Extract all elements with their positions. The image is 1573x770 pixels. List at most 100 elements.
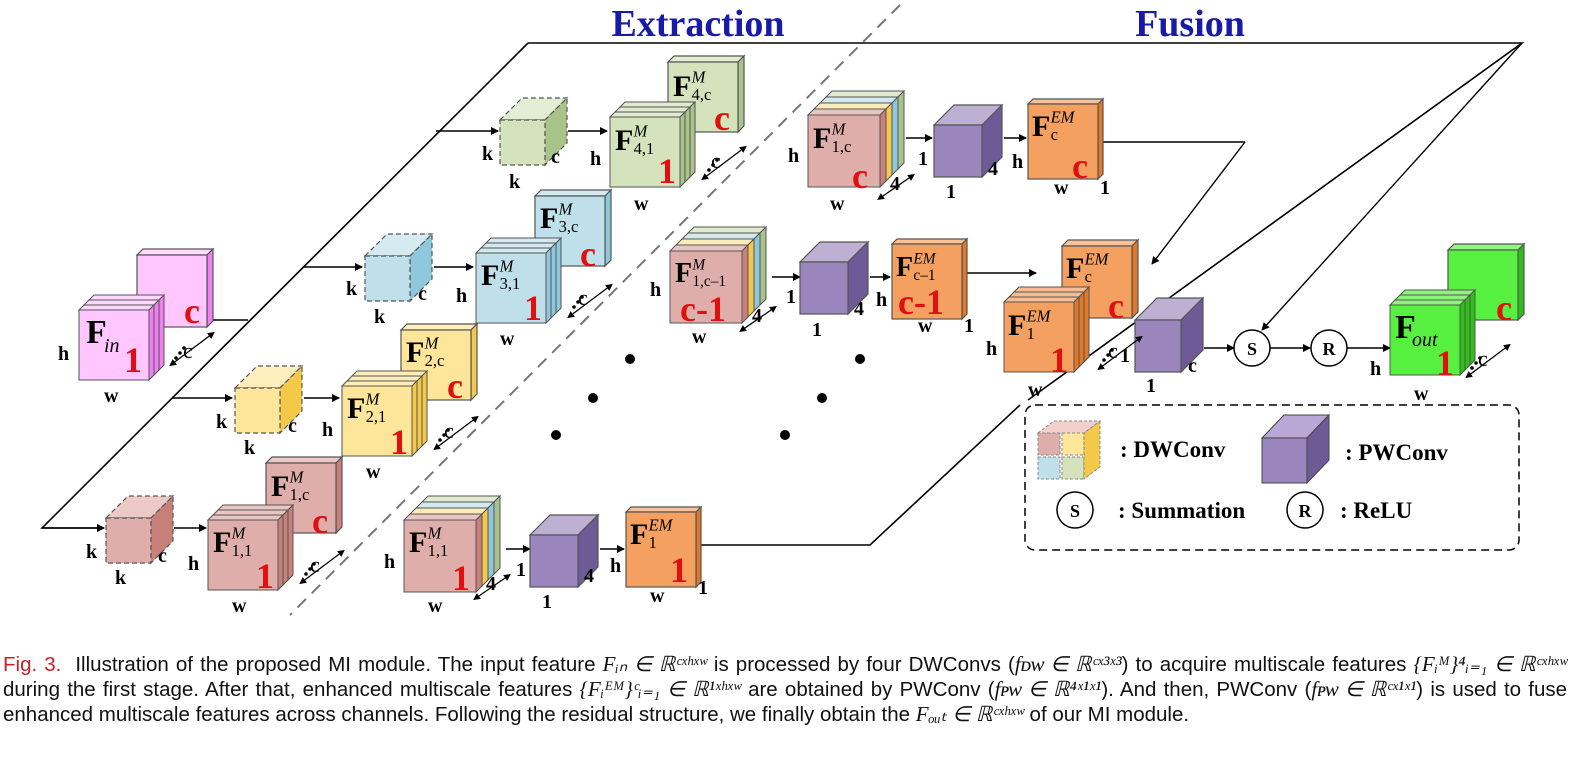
m31-label-sup: M	[499, 257, 515, 276]
m21-label: F	[347, 392, 365, 425]
r3-k1: k	[346, 278, 358, 300]
pwf-c: c	[1188, 355, 1197, 377]
fm1c-label-sub: 1,c	[832, 137, 852, 156]
fin-dc: c	[183, 338, 193, 363]
r2-k2: k	[244, 437, 256, 459]
pwc-1b: 1	[946, 181, 956, 203]
m21-dc: c	[444, 418, 454, 443]
m21-h: h	[322, 419, 333, 441]
output-feature-fout	[1388, 288, 1477, 377]
caption-math-3: {Fᵢᴹ}⁴ᵢ₌₁ ∈ ℝᶜˣʰˣʷ	[1413, 652, 1567, 676]
m31-h: h	[456, 285, 467, 307]
em1b-label: F	[630, 518, 648, 551]
legend-dwconv-icon	[1036, 420, 1102, 480]
fm11-1: 1	[452, 558, 470, 598]
caption-math-5: fᴘᴡ ∈ ℝ⁴ˣ¹ˣ¹	[994, 677, 1102, 701]
emcm1-label: F	[896, 252, 913, 283]
m1c-c: c	[312, 501, 328, 541]
em1b-1w: 1	[698, 577, 708, 599]
fout-c: c	[1496, 288, 1512, 328]
pw1-4: 4	[584, 565, 594, 587]
m41-1: 1	[658, 151, 676, 191]
em1c-label-sup: EM	[1026, 307, 1052, 326]
svg-text:S: S	[1247, 339, 1257, 359]
emcc-label: F	[1066, 252, 1084, 285]
fin-sub: in	[104, 335, 120, 357]
fm11-label-sup: M	[427, 524, 443, 543]
m31-label-sub: 3,1	[500, 274, 521, 293]
fout-sub: out	[1412, 329, 1438, 351]
r3-k2: k	[374, 306, 386, 328]
fm1c-label: F	[813, 122, 831, 155]
pwcm1-4: 4	[854, 298, 864, 320]
r2-k1: k	[216, 411, 228, 433]
em1b-w: w	[650, 585, 665, 607]
fm11-4: 4	[486, 573, 496, 595]
m1c-label-sup: M	[289, 468, 305, 487]
emcm1-label-sup: EM	[912, 250, 936, 267]
m2c-c: c	[447, 366, 463, 406]
r4-k2: k	[509, 171, 521, 193]
fout-dc: c	[1478, 346, 1488, 371]
feature-em1-concat	[1002, 285, 1091, 374]
m11-h: h	[188, 553, 199, 575]
m31-1: 1	[524, 288, 542, 328]
m3c-c: c	[580, 234, 596, 274]
feature-emcm1	[890, 237, 969, 321]
emcm1-1: 1	[964, 315, 974, 337]
caption-math-4: {Fᵢᴱᴹ}ᶜᵢ₌₁ ∈ ℝ¹ˣʰˣʷ	[579, 677, 741, 701]
feature-m41	[608, 100, 697, 189]
m31-w: w	[500, 328, 515, 350]
em1c-dc: c	[1108, 338, 1118, 363]
figure-caption: Fig. 3.Illustration of the proposed MI m…	[3, 652, 1568, 726]
fusion-input-1	[402, 494, 502, 594]
em1b-h: h	[610, 555, 621, 577]
emc-top-label-sub: c	[1051, 125, 1058, 144]
pwcm1-1b: 1	[812, 319, 822, 341]
m2c-label: F	[406, 336, 424, 369]
m11-label-sub: 1,1	[232, 541, 253, 560]
emc-top-w: w	[1054, 177, 1069, 199]
m21-label-sup: M	[365, 390, 381, 409]
pwc-1a: 1	[918, 148, 928, 170]
dwconv-2	[233, 364, 304, 435]
emcc-c: c	[1108, 286, 1124, 326]
em1c-w: w	[1028, 379, 1043, 401]
feature-m31	[474, 236, 563, 325]
feature-m2c	[399, 322, 479, 402]
fm1cm1-4: 4	[752, 305, 762, 327]
legend-pwconv-icon	[1260, 413, 1331, 485]
branch-lines	[42, 42, 1523, 553]
feature-em1-bottom	[624, 505, 703, 589]
fm1cm1-w: w	[692, 326, 707, 348]
em1c-1: 1	[1050, 340, 1068, 380]
fout-w: w	[1414, 383, 1429, 405]
m31-dc: c	[578, 285, 588, 310]
legend: : DWConv : PWConv S : Summation R : ReLU	[1024, 404, 1520, 551]
r4-c: c	[551, 146, 560, 168]
m4c-label-sub: 4,c	[692, 85, 712, 104]
m11-w: w	[232, 595, 247, 617]
emcm1-h: h	[876, 289, 887, 311]
feature-m21	[340, 369, 429, 458]
fm1cm1-c: c-1	[680, 289, 726, 329]
fm1c-c: c	[852, 156, 868, 196]
m31-label: F	[481, 259, 499, 292]
feature-cubes	[77, 54, 1526, 594]
caption-figure-number: Fig. 3.	[3, 653, 62, 676]
emcm1-label-sub: c–1	[913, 267, 935, 284]
m11-1: 1	[256, 556, 274, 596]
dwconv-3	[363, 232, 434, 303]
emcc-label-sub: c	[1085, 267, 1092, 286]
fin-h: h	[58, 343, 69, 365]
m11-label-sup: M	[231, 524, 247, 543]
fin-w: w	[104, 385, 119, 407]
pw1-1a: 1	[516, 559, 526, 581]
fm11-label-sub: 1,1	[428, 541, 449, 560]
title-fusion: Fusion	[1135, 3, 1245, 45]
fin-1: 1	[124, 340, 142, 380]
m21-label-sub: 2,1	[366, 407, 387, 426]
fusion-input-c	[806, 89, 906, 189]
r1-k1: k	[86, 541, 98, 563]
